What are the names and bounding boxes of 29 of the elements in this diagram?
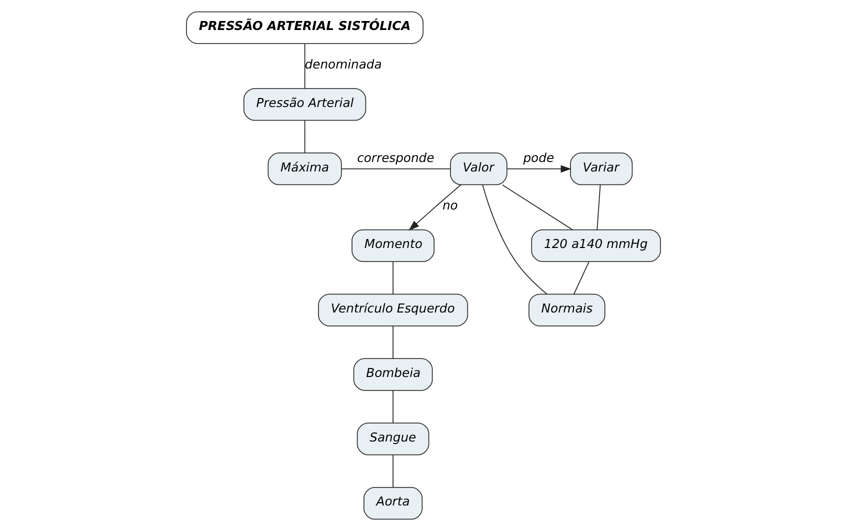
- node-box: Normais: [528, 294, 605, 326]
- node-box: Pressão Arterial: [242, 88, 366, 121]
- node-box: 120 a140 mmHg: [530, 229, 660, 262]
- node-box: Variar: [570, 152, 632, 186]
- node-box: Sangue: [356, 422, 429, 456]
- connector: [482, 184, 547, 295]
- node-box: Momento: [351, 229, 434, 262]
- connector: [572, 261, 589, 295]
- arrow: [408, 184, 461, 231]
- connector: [304, 43, 305, 89]
- connector: [596, 184, 600, 230]
- node-box: Ventrículo Esquerdo: [318, 294, 468, 326]
- edge-label: corresponde: [356, 150, 434, 165]
- connector: [304, 120, 305, 154]
- connector: [392, 390, 393, 424]
- connector: [392, 326, 393, 360]
- arrow: [506, 165, 571, 173]
- node-box: Máxima: [267, 152, 342, 186]
- connector: [340, 168, 450, 170]
- node-box: Valor: [449, 152, 507, 186]
- connector: [392, 261, 393, 295]
- edge-label: denominada: [304, 57, 382, 72]
- node-box: PRESSÃO ARTERIAL SISTÓLICA: [186, 11, 423, 44]
- edge-label: no: [442, 198, 458, 213]
- connector: [392, 454, 393, 488]
- node-box: Bombeia: [352, 358, 432, 391]
- connector: [501, 184, 572, 230]
- edge-label: pode: [522, 150, 554, 165]
- node-box: Aorta: [362, 487, 422, 520]
